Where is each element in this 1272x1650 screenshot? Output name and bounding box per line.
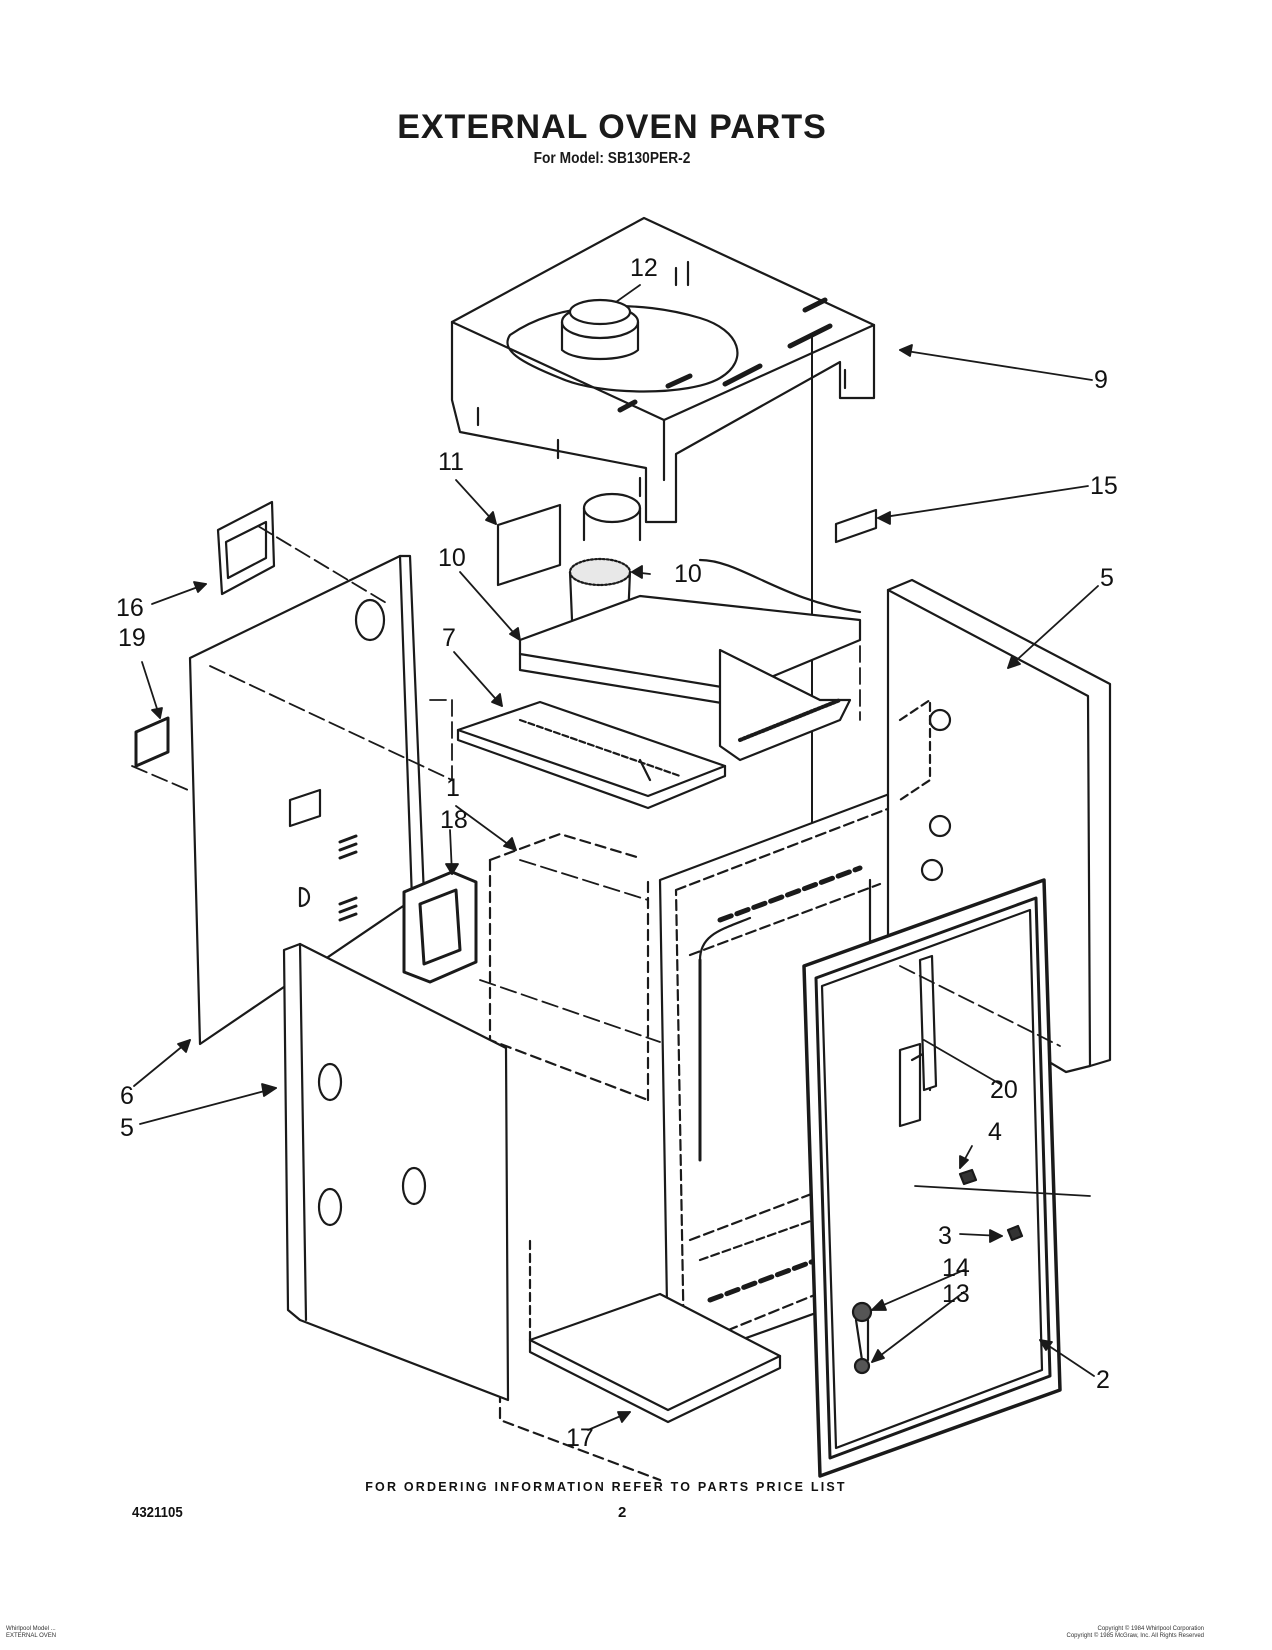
callout-14: 14: [942, 1254, 970, 1282]
footer-left-line-2: EXTERNAL OVEN: [6, 1633, 57, 1639]
top-cover-part: [450, 216, 876, 524]
callout-20: 20: [990, 1076, 1018, 1104]
callout-11: 11: [438, 448, 464, 476]
callout-12: 12: [630, 254, 658, 282]
small-plate-19: [134, 716, 170, 768]
vent-duct-part: [496, 492, 642, 630]
callout-3: 3: [938, 1222, 952, 1250]
footer-right-line-1: Copyright © 1984 Whirlpool Corporation: [1097, 1626, 1204, 1632]
callout-5-right: 5: [1100, 564, 1114, 592]
assembly-lines: [131, 525, 1061, 1047]
callout-8: 9: [1094, 366, 1108, 394]
ordering-note: FOR ORDERING INFORMATION REFER TO PARTS …: [365, 1480, 847, 1494]
callout-19: 19: [118, 624, 146, 652]
callout-7: 7: [442, 624, 456, 652]
hardware-parts: [851, 1168, 1091, 1375]
label-part-15: [834, 508, 878, 544]
footer-right: Copyright © 1984 Whirlpool Corporation C…: [1067, 1626, 1204, 1640]
callout-6: 6: [120, 1082, 134, 1110]
handle-bracket-part: [402, 870, 478, 984]
footer-left: Whirlpool Model ... EXTERNAL OVEN: [6, 1626, 56, 1640]
callout-9: 10: [674, 560, 702, 588]
callout-16: 16: [116, 594, 144, 622]
callout-5-left: 5: [120, 1114, 134, 1142]
model-subtitle: For Model: SB130PER-2: [533, 150, 691, 167]
vent-tray-part: [518, 558, 862, 762]
callout-4: 4: [988, 1118, 1002, 1146]
page-title: EXTERNAL OVEN PARTS: [397, 108, 827, 146]
heat-shield-part: [456, 700, 727, 810]
left-front-panel-part: [282, 942, 510, 1402]
drawer-tray-part: [528, 1238, 782, 1424]
leader-lines: [133, 284, 1099, 1431]
page-number: 2: [618, 1504, 627, 1521]
callout-18: 18: [440, 806, 468, 834]
callout-10: 10: [438, 544, 466, 572]
document-number: 4321105: [132, 1504, 183, 1521]
footer-left-line-1: Whirlpool Model ...: [6, 1626, 56, 1632]
gasket-strip-part: [918, 954, 938, 1092]
callout-1: 1: [446, 774, 460, 802]
footer-right-line-2: Copyright © 1985 McGraw, Inc. All Rights…: [1066, 1633, 1204, 1639]
small-plate-16: [216, 500, 276, 596]
callout-17: 17: [566, 1424, 594, 1452]
callout-labels: 12 9 11 15 10 10 5 16 19 7 1 18 20 6 4 5…: [116, 254, 1118, 1452]
callout-15: 15: [1090, 472, 1118, 500]
callout-13: 13: [942, 1280, 970, 1308]
callout-2: 2: [1096, 1366, 1110, 1394]
